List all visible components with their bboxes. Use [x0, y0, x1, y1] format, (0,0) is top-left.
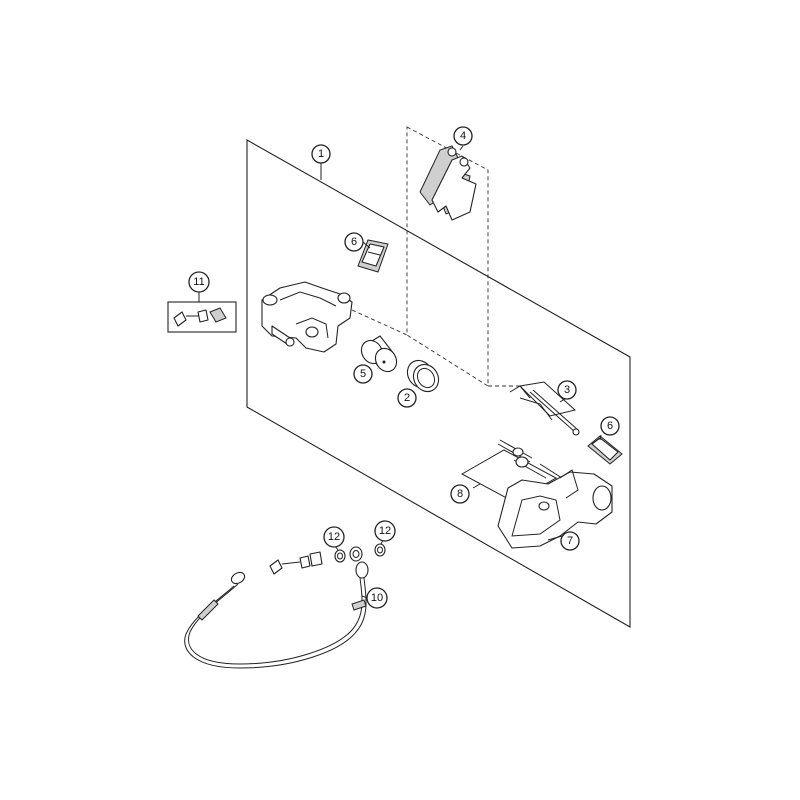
piston-icon — [360, 335, 398, 373]
pad-spring-clip-lower-icon — [587, 435, 623, 465]
brake-hose-icon — [184, 561, 369, 669]
callout-5: 5 — [353, 364, 373, 384]
callout-1-label: 1 — [318, 148, 324, 160]
banjo-bolt-icon — [269, 551, 323, 575]
callout-11: 11 — [188, 271, 210, 293]
bolts-icon — [497, 439, 563, 479]
callout-3-label: 3 — [564, 384, 570, 396]
callout-12-left-label: 12 — [328, 531, 340, 543]
callout-1: 1 — [311, 144, 331, 164]
callout-12-right-label: 12 — [379, 525, 391, 537]
leader-6b — [599, 434, 602, 441]
caliper-bracket-icon — [497, 469, 613, 549]
brake-pads-group-outline — [406, 126, 489, 387]
callout-7: 7 — [560, 531, 580, 551]
leader-8 — [472, 483, 481, 489]
caliper-body-icon — [261, 281, 408, 353]
bleeder-group-box — [167, 301, 237, 333]
callout-8-label: 8 — [457, 488, 463, 500]
callout-2-label: 2 — [404, 392, 410, 404]
leader-4 — [459, 145, 464, 151]
seal-kit-icon — [406, 359, 440, 393]
bolt-group-outline — [460, 449, 558, 503]
bleeder-valve-icon — [173, 307, 227, 327]
assembly-panel-outline — [246, 139, 631, 628]
brake-pads-icon — [419, 145, 477, 221]
leader-7 — [547, 535, 563, 541]
callout-10: 10 — [366, 587, 388, 609]
callout-6-lower-label: 6 — [607, 420, 613, 432]
callout-10-label: 10 — [371, 592, 383, 604]
sealing-washers-icon — [334, 543, 386, 563]
callout-7-label: 7 — [567, 535, 573, 547]
callout-12-left: 12 — [323, 526, 345, 548]
callout-12-right: 12 — [374, 520, 396, 542]
pad-spring-clip-icon — [357, 239, 389, 273]
callout-4: 4 — [453, 126, 473, 146]
callout-11-label: 11 — [193, 276, 204, 288]
callout-5-label: 5 — [360, 368, 366, 380]
retaining-pin-icon — [509, 385, 580, 436]
callout-2: 2 — [397, 388, 417, 408]
callout-6-upper-label: 6 — [351, 236, 357, 248]
callout-4-label: 4 — [460, 130, 466, 142]
callout-6-lower: 6 — [600, 416, 620, 436]
callout-8: 8 — [450, 484, 470, 504]
leader-6a — [362, 241, 371, 249]
pin-group-outline — [519, 381, 577, 417]
callout-6-upper: 6 — [344, 232, 364, 252]
callout-3: 3 — [557, 380, 577, 400]
